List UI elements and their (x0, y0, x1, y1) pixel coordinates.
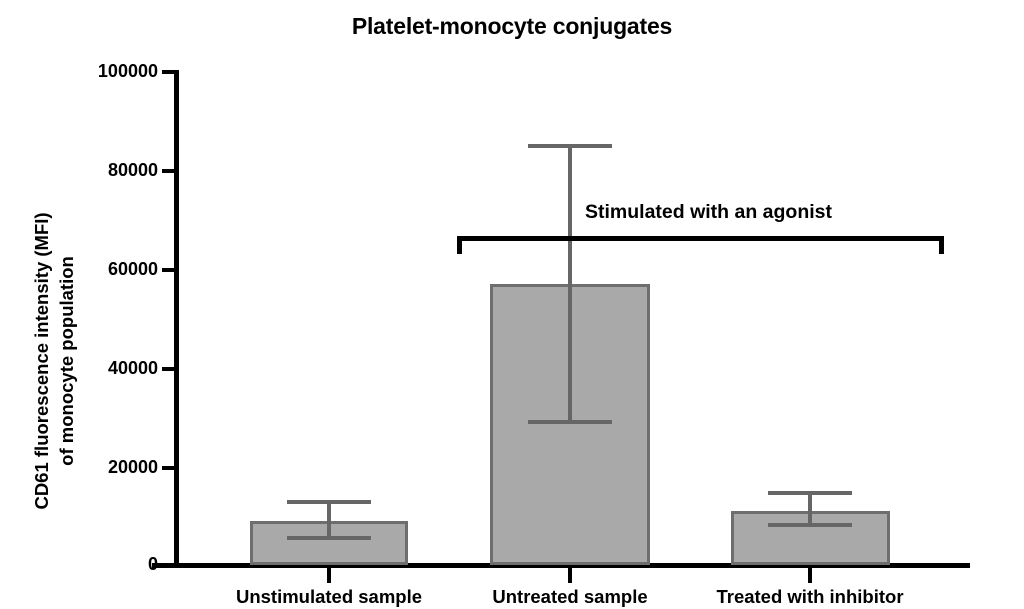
bar-unstimulated-sample (250, 521, 408, 565)
error-bar-stem-untreated-sample (568, 145, 572, 422)
y-axis-line (174, 70, 179, 568)
error-bar-cap-lower-untreated-sample (528, 420, 612, 424)
y-tick-100000 (162, 70, 176, 74)
y-tick-80000 (162, 169, 176, 173)
error-bar-cap-upper-treated-with-inhibitor (768, 491, 852, 495)
error-bar-cap-lower-treated-with-inhibitor (768, 523, 852, 527)
y-tick-label-60000: 60000 (107, 259, 158, 279)
y-tick-20000 (162, 466, 176, 470)
error-bar-cap-lower-unstimulated-sample (287, 536, 371, 540)
x-axis-line (152, 563, 970, 568)
x-tick-label-untreated-sample: Untreated sample (492, 586, 648, 607)
y-tick-40000 (162, 367, 176, 371)
y-tick-label-20000: 20000 (107, 457, 158, 477)
y-tick-label-100000: 100000 (97, 61, 158, 81)
chart-title: Platelet-monocyte conjugates (351, 13, 673, 39)
error-bar-cap-upper-unstimulated-sample (287, 500, 371, 504)
annotation-bracket (457, 236, 944, 254)
x-tick-label-treated-with-inhibitor: Treated with inhibitor (716, 586, 904, 607)
x-tick-untreated-sample (568, 568, 572, 583)
y-tick-label-80000: 80000 (107, 160, 158, 180)
error-bar-stem-unstimulated-sample (327, 501, 331, 537)
y-tick-0 (162, 563, 176, 567)
y-tick-60000 (162, 268, 176, 272)
annotation-bracket-top (457, 236, 944, 241)
y-tick-label-40000: 40000 (107, 358, 158, 378)
y-tick-label-0: 0 (147, 554, 158, 574)
x-tick-label-unstimulated-sample: Unstimulated sample (235, 586, 423, 607)
annotation-bracket-left-end (457, 236, 462, 254)
x-tick-unstimulated-sample (327, 568, 331, 583)
x-tick-treated-with-inhibitor (808, 568, 812, 583)
error-bar-cap-upper-untreated-sample (528, 144, 612, 148)
annotation-bracket-right-end (939, 236, 944, 254)
annotation-bracket-label: Stimulated with an agonist (585, 201, 833, 223)
error-bar-stem-treated-with-inhibitor (808, 492, 812, 525)
